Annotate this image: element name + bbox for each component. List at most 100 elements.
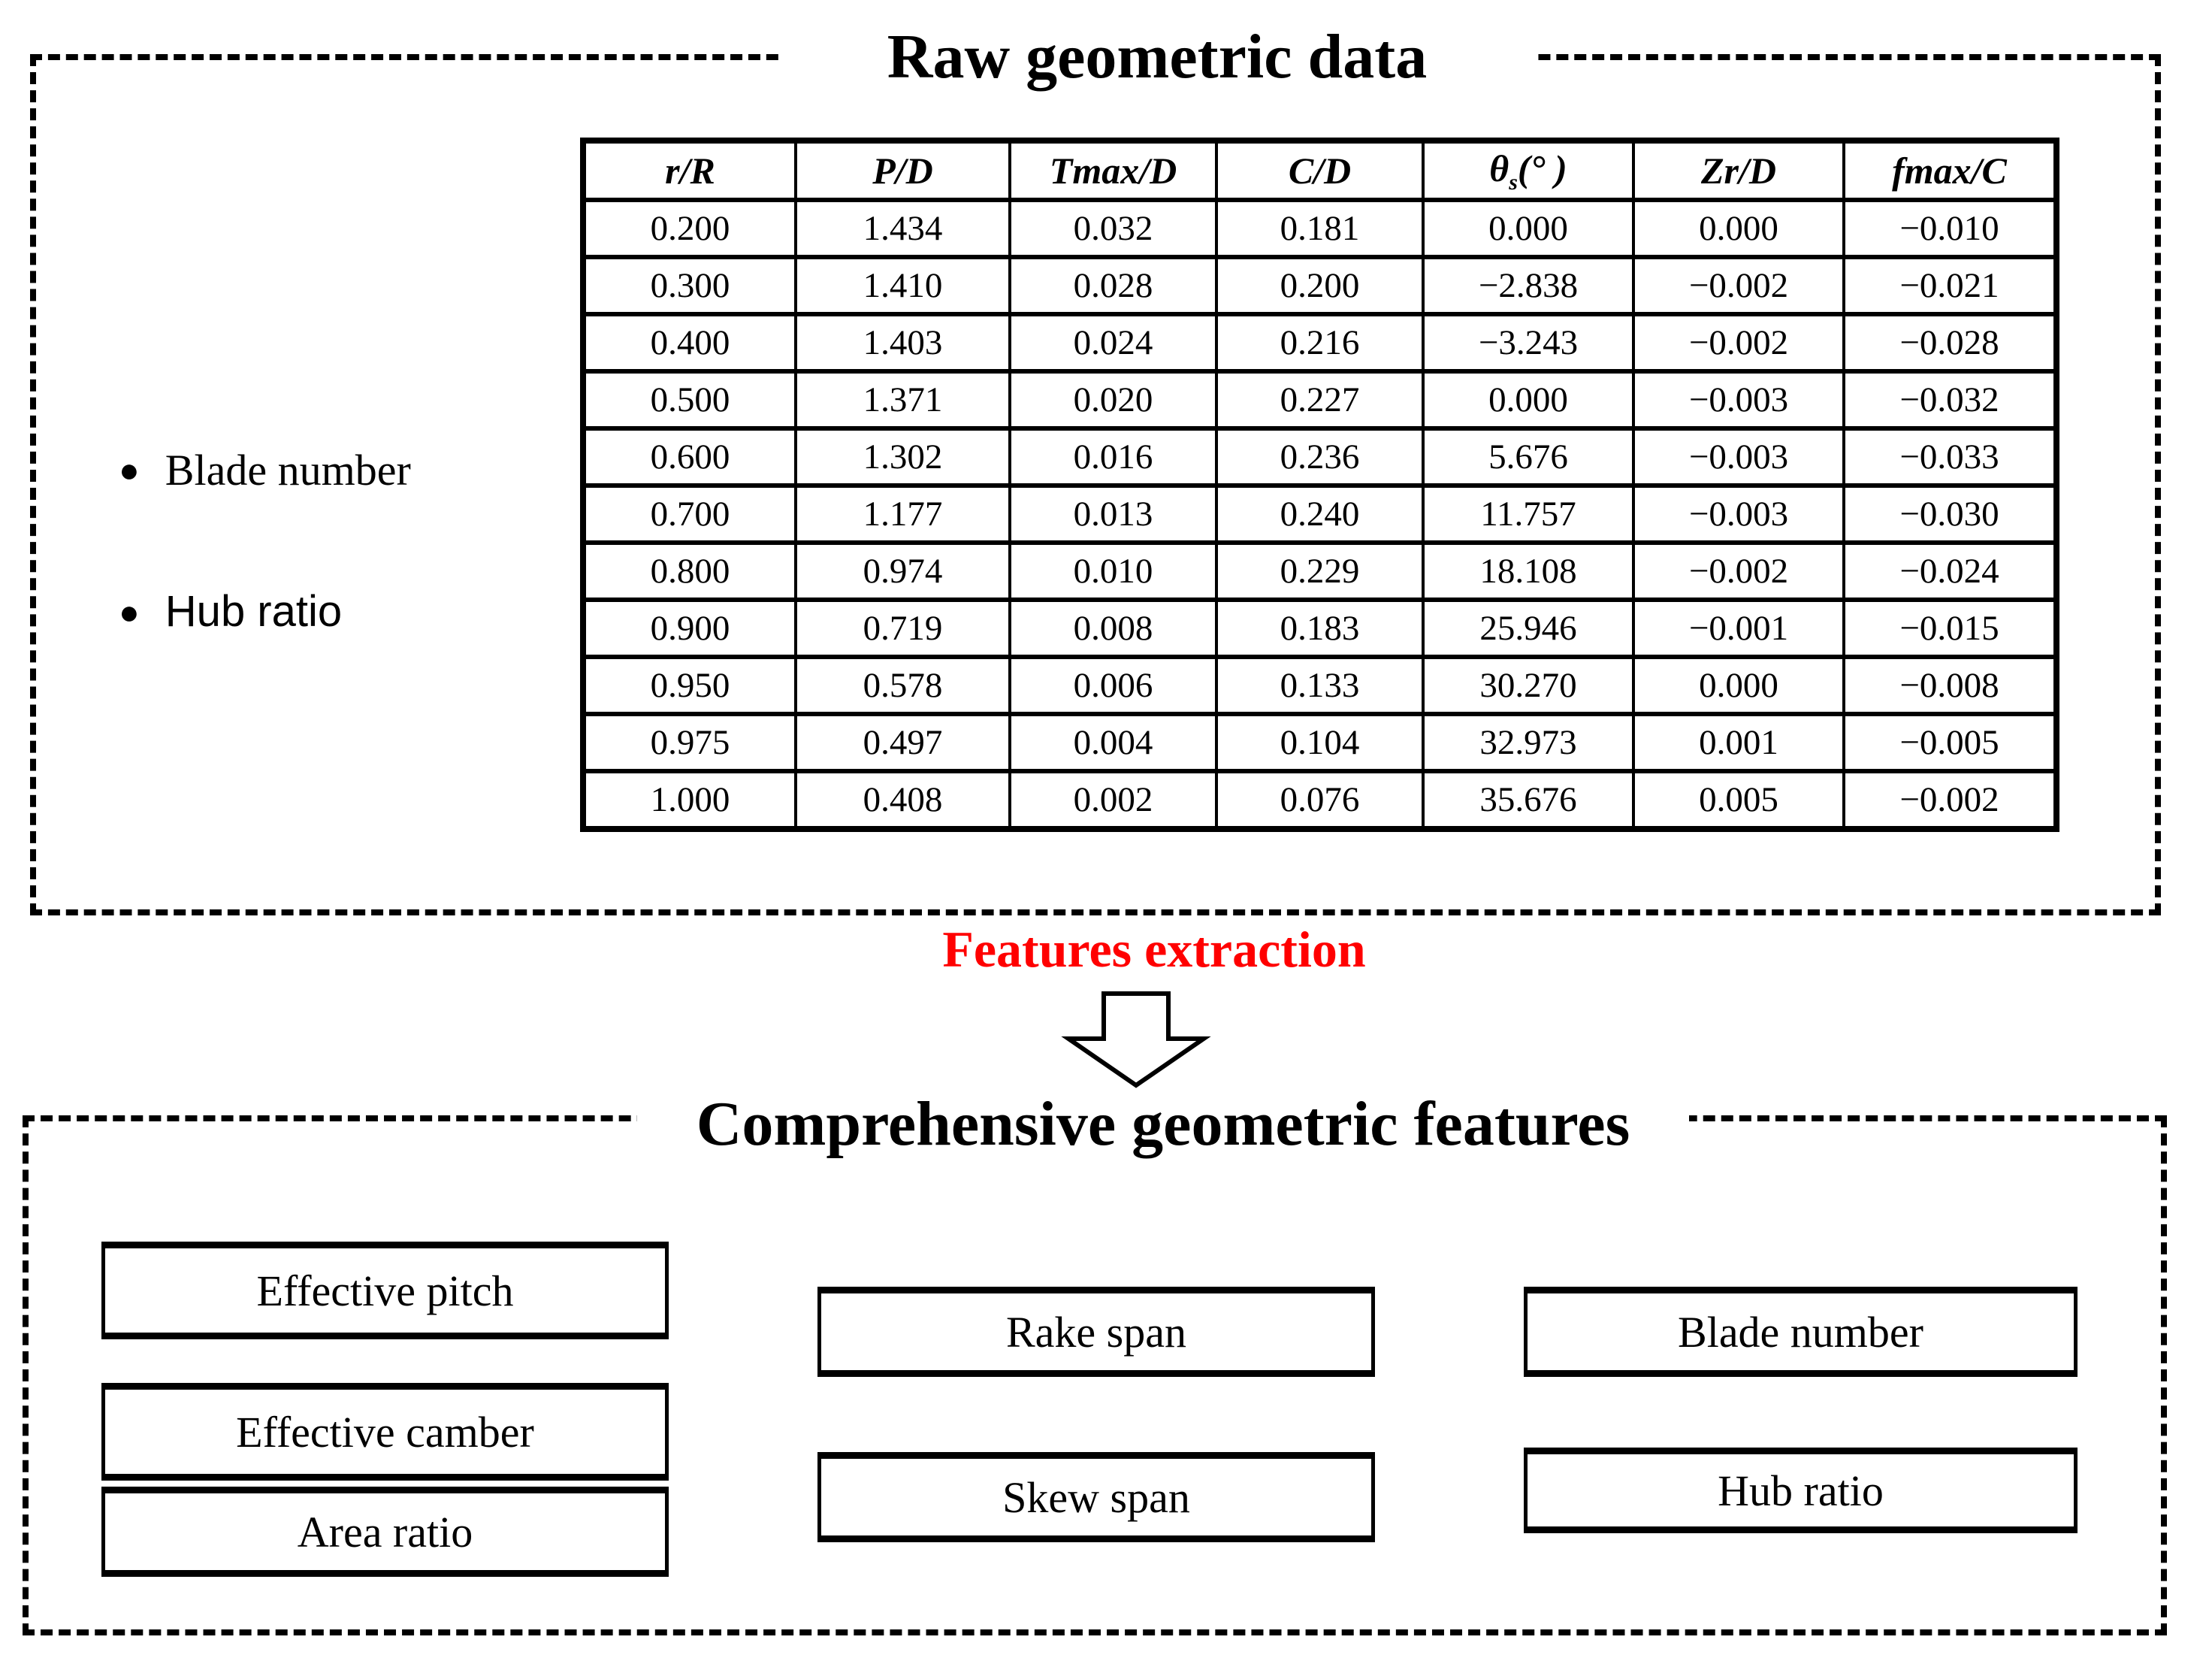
table-cell: 25.946 xyxy=(1422,598,1635,659)
table-cell: −0.003 xyxy=(1632,483,1845,545)
table-cell: 0.400 xyxy=(582,312,797,374)
table-cell: 0.216 xyxy=(1215,312,1425,374)
table-cell: 0.600 xyxy=(582,426,797,488)
table-cell: 0.497 xyxy=(794,712,1011,773)
table-cell: 0.900 xyxy=(582,598,797,659)
feature-box-hub-ratio: Hub ratio xyxy=(1524,1448,2078,1533)
table-cell: 0.800 xyxy=(582,540,797,602)
table-cell: −0.015 xyxy=(1842,598,2058,659)
column-header-PD: P/D xyxy=(794,138,1011,202)
table-cell: 0.408 xyxy=(794,769,1011,831)
table-cell: −0.002 xyxy=(1842,769,2058,831)
table-cell: 1.434 xyxy=(794,198,1011,259)
feature-box-label: Effective camber xyxy=(236,1407,534,1457)
feature-box-label: Hub ratio xyxy=(1718,1466,1884,1515)
table-cell: 0.002 xyxy=(1008,769,1218,831)
table-header-row: r/R P/D Tmax/D C/D θs(° ) Zr/D fmax/C xyxy=(582,138,2058,202)
down-block-arrow-icon xyxy=(1061,991,1211,1088)
table-cell: −0.003 xyxy=(1632,369,1845,431)
table-cell: 0.974 xyxy=(794,540,1011,602)
table-cell: 0.000 xyxy=(1632,655,1845,716)
table-cell: 0.950 xyxy=(582,655,797,716)
bullet-label: Hub ratio xyxy=(165,587,343,636)
table-cell: 35.676 xyxy=(1422,769,1635,831)
theta-subscript: s xyxy=(1509,169,1518,195)
bullet-icon: ● xyxy=(119,450,140,489)
table-cell: −0.005 xyxy=(1842,712,2058,773)
table-cell: 0.016 xyxy=(1008,426,1218,488)
table-cell: −0.033 xyxy=(1842,426,2058,488)
table-cell: 5.676 xyxy=(1422,426,1635,488)
bullet-label: Blade number xyxy=(165,446,411,495)
column-header-rR: r/R xyxy=(582,138,797,202)
feature-box-effective-pitch: Effective pitch xyxy=(101,1242,669,1339)
column-header-CD: C/D xyxy=(1215,138,1425,202)
table-cell: 0.240 xyxy=(1215,483,1425,545)
table-cell: 0.005 xyxy=(1632,769,1845,831)
table-cell: −0.024 xyxy=(1842,540,2058,602)
feature-box-rake-span: Rake span xyxy=(817,1287,1375,1377)
table-cell: 18.108 xyxy=(1422,540,1635,602)
feature-box-label: Rake span xyxy=(1006,1307,1186,1357)
table-cell: 0.000 xyxy=(1422,198,1635,259)
table-cell: 11.757 xyxy=(1422,483,1635,545)
table-cell: 0.500 xyxy=(582,369,797,431)
table-cell: 0.719 xyxy=(794,598,1011,659)
table-cell: 0.183 xyxy=(1215,598,1425,659)
table-cell: −0.010 xyxy=(1842,198,2058,259)
table-cell: 0.024 xyxy=(1008,312,1218,374)
table-cell: 0.001 xyxy=(1632,712,1845,773)
table-cell: 0.004 xyxy=(1008,712,1218,773)
table-cell: 1.000 xyxy=(582,769,797,831)
table-cell: −2.838 xyxy=(1422,255,1635,316)
table-cell: 0.076 xyxy=(1215,769,1425,831)
table-cell: 0.227 xyxy=(1215,369,1425,431)
table-cell: −0.002 xyxy=(1632,255,1845,316)
table-cell: 0.104 xyxy=(1215,712,1425,773)
features-section-title: Comprehensive geometric features xyxy=(637,1088,1689,1160)
table-cell: −0.008 xyxy=(1842,655,2058,716)
column-header-ZrD: Zr/D xyxy=(1632,138,1845,202)
feature-box-label: Skew span xyxy=(1002,1472,1190,1522)
table-cell: 32.973 xyxy=(1422,712,1635,773)
column-header-TmaxD: Tmax/D xyxy=(1008,138,1218,202)
table-cell: 0.032 xyxy=(1008,198,1218,259)
table-cell: 1.177 xyxy=(794,483,1011,545)
table-cell: 0.700 xyxy=(582,483,797,545)
table-cell: 0.300 xyxy=(582,255,797,316)
table-cell: 0.200 xyxy=(1215,255,1425,316)
table-cell: 0.008 xyxy=(1008,598,1218,659)
table-cell: 1.371 xyxy=(794,369,1011,431)
table-cell: −0.002 xyxy=(1632,312,1845,374)
features-extraction-label: Features extraction xyxy=(942,921,1366,978)
table-cell: 30.270 xyxy=(1422,655,1635,716)
table-cell: −0.003 xyxy=(1632,426,1845,488)
theta-suffix: (° ) xyxy=(1517,147,1567,189)
column-header-theta-s: θs(° ) xyxy=(1422,138,1635,202)
feature-box-label: Blade number xyxy=(1678,1307,1923,1357)
bullet-item-blade-number: ● Blade number xyxy=(119,445,411,495)
table-cell: 0.133 xyxy=(1215,655,1425,716)
table-cell: 0.000 xyxy=(1632,198,1845,259)
table-cell: −3.243 xyxy=(1422,312,1635,374)
theta-symbol: θ xyxy=(1489,147,1509,189)
feature-box-label: Area ratio xyxy=(297,1507,473,1557)
table-cell: 0.006 xyxy=(1008,655,1218,716)
feature-box-blade-number: Blade number xyxy=(1524,1287,2078,1377)
table-cell: −0.032 xyxy=(1842,369,2058,431)
table-cell: 0.229 xyxy=(1215,540,1425,602)
table-cell: 0.000 xyxy=(1422,369,1635,431)
table-cell: 0.975 xyxy=(582,712,797,773)
table-cell: −0.002 xyxy=(1632,540,1845,602)
table-cell: 1.302 xyxy=(794,426,1011,488)
